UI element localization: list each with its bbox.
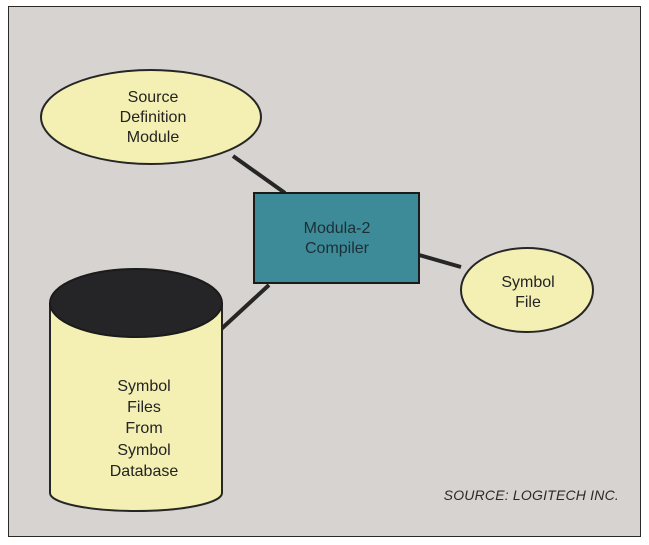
diagram-canvas <box>40 69 594 512</box>
compiler-node <box>253 192 420 284</box>
symbol-database-label: Symbol Files From Symbol Database <box>109 378 179 480</box>
symbol-file-label: Symbol File <box>501 274 555 311</box>
edge-source-to-compiler <box>231 154 287 195</box>
diagram-panel: Source Definition Module Modula-2 Compil… <box>8 6 641 537</box>
edge-compiler-to-symbol-file <box>418 253 462 269</box>
edge-database-to-compiler <box>216 283 271 334</box>
source-caption: SOURCE: LOGITECH INC. <box>443 487 619 503</box>
symbol-file-node <box>460 247 594 333</box>
symbol-database-node <box>49 268 223 512</box>
source-definition-module-node <box>40 69 262 165</box>
source-definition-module-label: Source Definition Module <box>119 89 187 146</box>
compiler-label: Modula-2 Compiler <box>303 220 371 257</box>
symbol-database-top <box>49 268 223 338</box>
